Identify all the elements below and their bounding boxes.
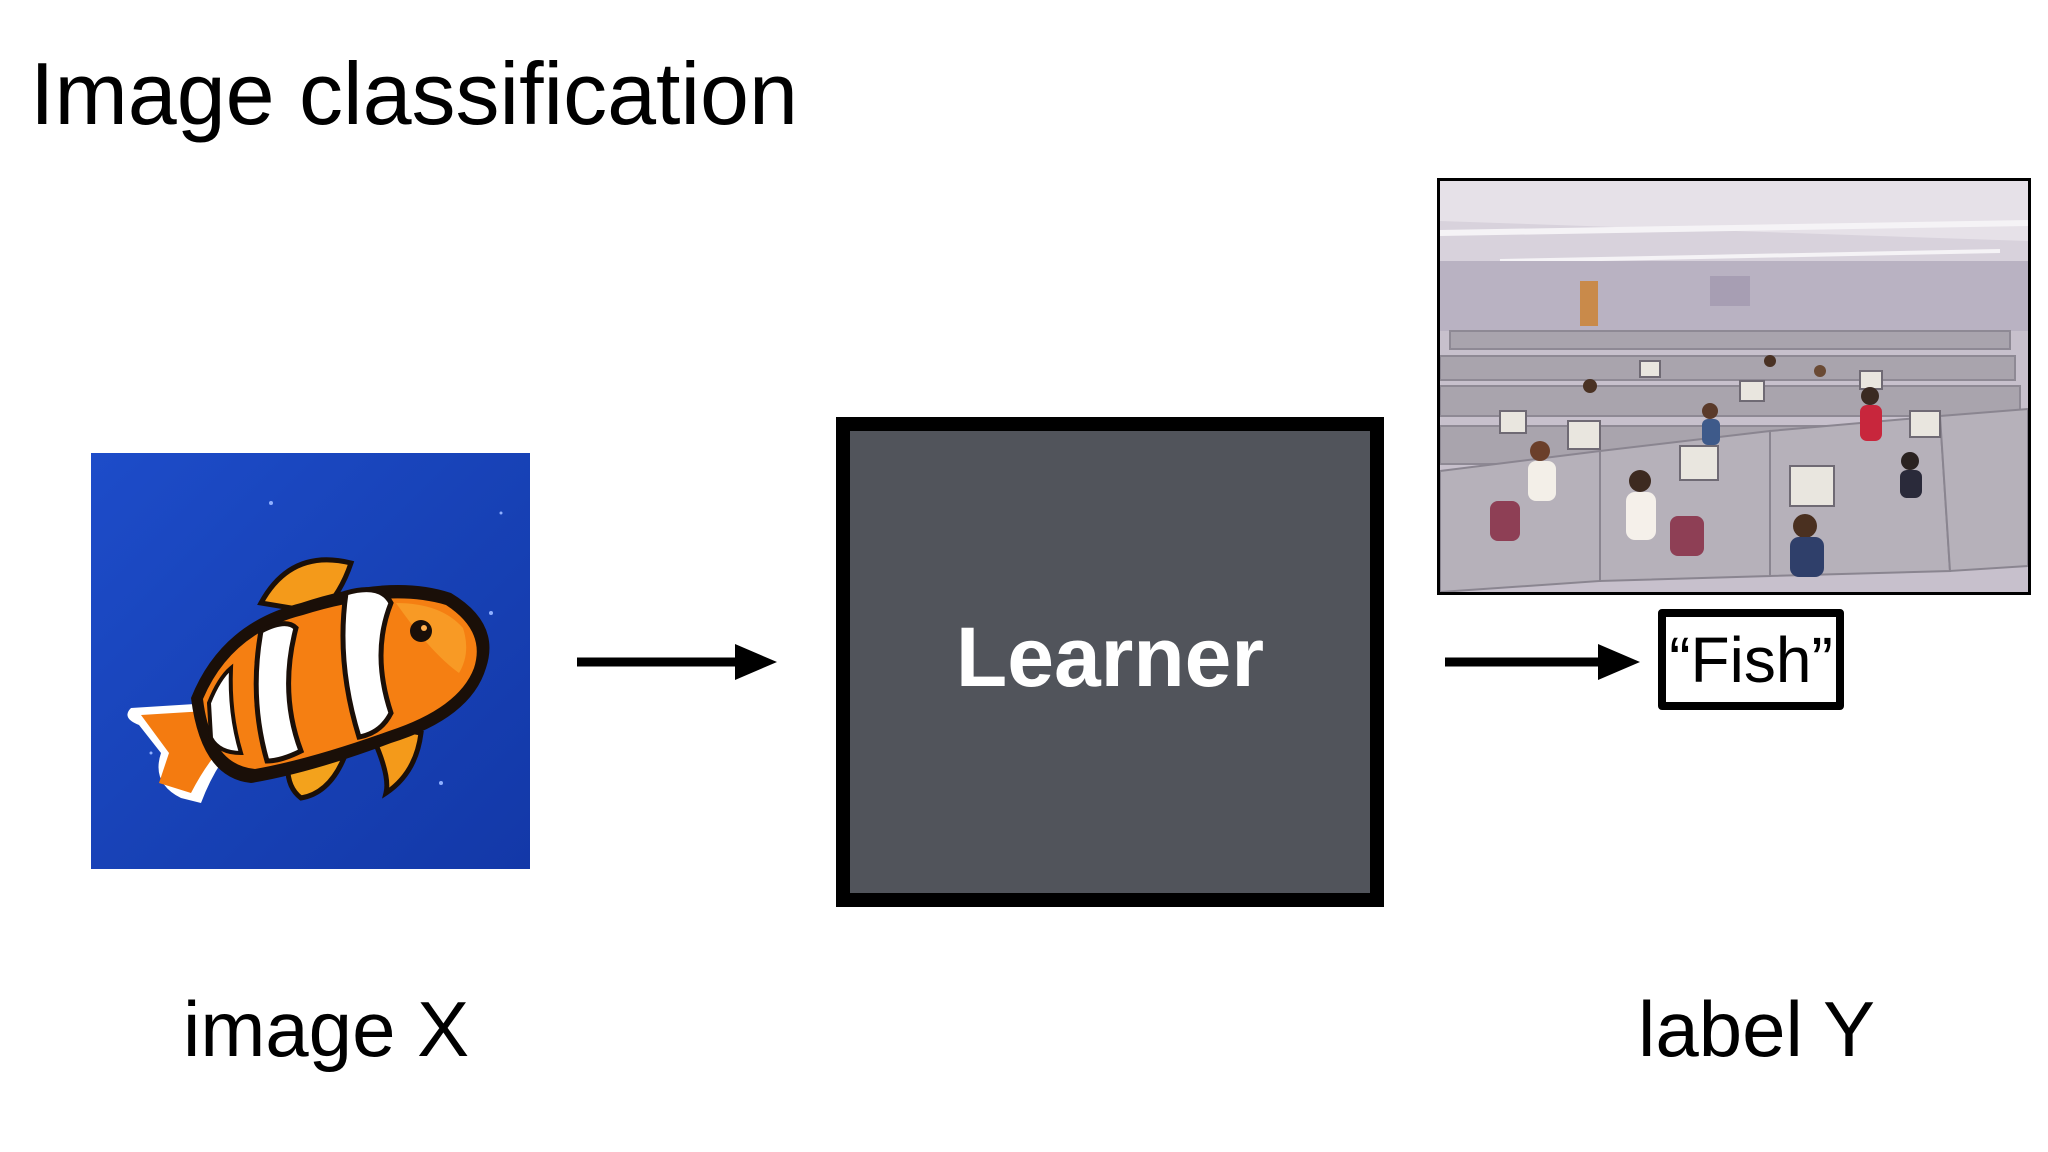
arrow-to-learner	[577, 644, 777, 680]
learner-label: Learner	[955, 610, 1265, 704]
output-label-box: “Fish”	[1658, 609, 1844, 710]
slide-title: Image classification	[30, 44, 798, 143]
learner-box: Learner	[836, 417, 1384, 907]
arrow-to-label	[1445, 644, 1640, 680]
output-caption: label Y	[1638, 985, 1876, 1073]
bubble-dots	[149, 501, 503, 785]
input-caption: image X	[183, 985, 470, 1073]
office-cubicles-image	[1437, 178, 2031, 595]
output-label-text: “Fish”	[1669, 623, 1833, 696]
clownfish-image	[91, 453, 530, 869]
